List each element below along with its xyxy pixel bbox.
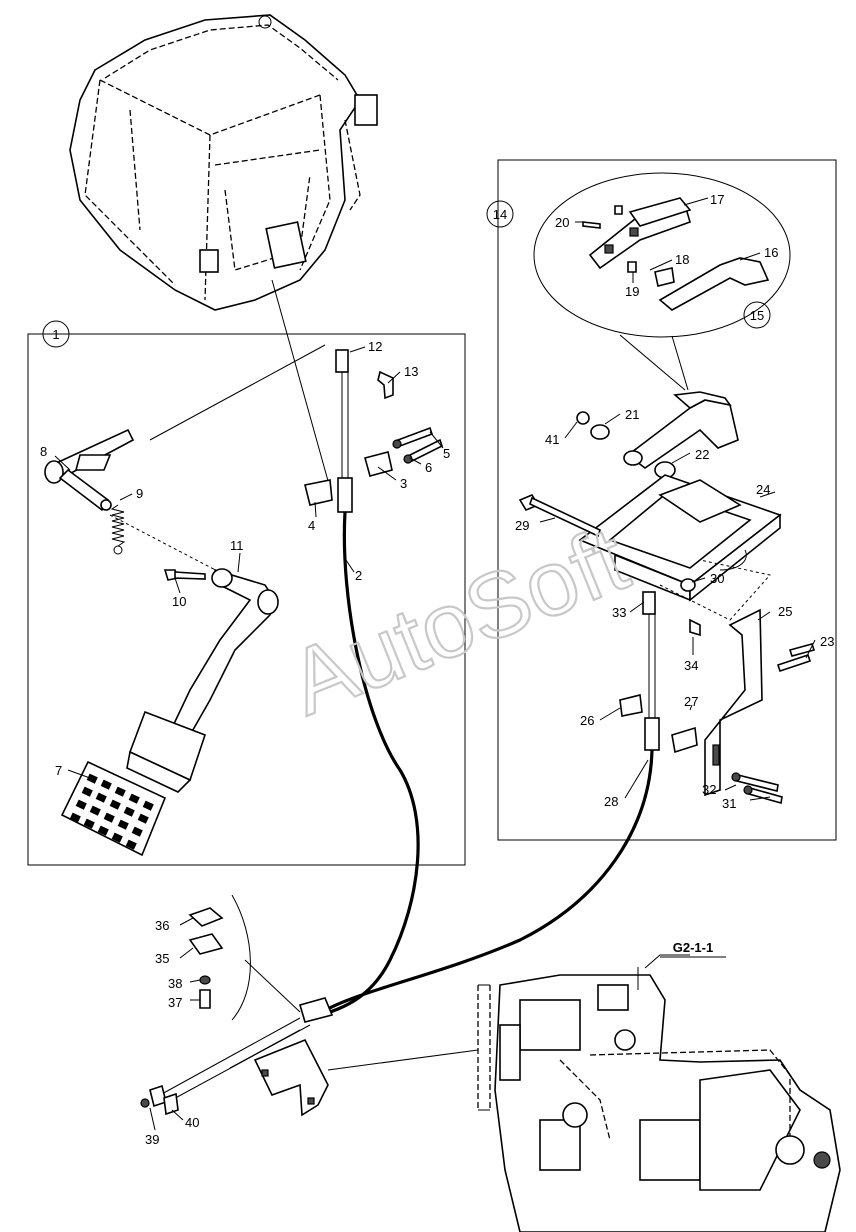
group-1-frame: 1: [27, 320, 466, 866]
callout-22: 22: [695, 447, 709, 462]
engine-illustration: [477, 954, 841, 1232]
callout-8: 8: [40, 444, 47, 459]
callout-34: 34: [684, 658, 698, 673]
callout-4: 4: [308, 518, 315, 533]
callout-2: 2: [355, 568, 362, 583]
callout-12: 12: [368, 339, 382, 354]
callout-17: 17: [710, 192, 724, 207]
callout-29: 29: [515, 518, 529, 533]
callout-40: 40: [185, 1115, 199, 1130]
callout-39: 39: [145, 1132, 159, 1147]
cable-28: [321, 749, 654, 1014]
group-14-badge: 14: [493, 207, 507, 222]
callout-31: 31: [722, 796, 736, 811]
callout-13: 13: [404, 364, 418, 379]
callout-16: 16: [764, 245, 778, 260]
pedal-assembly: [44, 344, 326, 857]
group-14-frame: 14: [486, 159, 837, 841]
callout-38: 38: [168, 976, 182, 991]
shift-lever-assembly: [518, 391, 816, 805]
callout-33: 33: [612, 605, 626, 620]
callout-19: 19: [625, 284, 639, 299]
cab-illustration: [69, 14, 378, 311]
callout-25: 25: [778, 604, 792, 619]
reference-label: G2-1-1: [673, 940, 713, 955]
group-15-detail: 15: [533, 172, 791, 391]
callout-37: 37: [168, 995, 182, 1010]
callout-41: 41: [545, 432, 559, 447]
callout-leaders: [54, 197, 816, 1131]
watermark-text: AutoSoft: [276, 508, 641, 735]
callout-6: 6: [425, 460, 432, 475]
callout-11: 11: [230, 538, 244, 553]
callout-numbers: 2 3 4 5 6 7 8 9 10 11 12 13 16 17 18 19 …: [40, 192, 834, 1147]
callout-30: 30: [710, 571, 724, 586]
callout-32: 32: [702, 782, 716, 797]
callout-28: 28: [604, 794, 618, 809]
callout-23: 23: [820, 634, 834, 649]
callout-7: 7: [55, 763, 62, 778]
group-15-badge: 15: [750, 308, 764, 323]
callout-21: 21: [625, 407, 639, 422]
lower-bracket-assembly: [140, 894, 479, 1117]
callout-35: 35: [155, 951, 169, 966]
callout-18: 18: [675, 252, 689, 267]
callout-3: 3: [400, 476, 407, 491]
callout-36: 36: [155, 918, 169, 933]
callout-20: 20: [555, 215, 569, 230]
callout-5: 5: [443, 446, 450, 461]
group-1-badge: 1: [52, 327, 59, 342]
callout-24: 24: [756, 482, 770, 497]
callout-26: 26: [580, 713, 594, 728]
cable-2: [309, 511, 420, 1020]
callout-9: 9: [136, 486, 143, 501]
callout-10: 10: [172, 594, 186, 609]
cable-end-left: [304, 349, 443, 513]
callout-27: 27: [684, 694, 698, 709]
